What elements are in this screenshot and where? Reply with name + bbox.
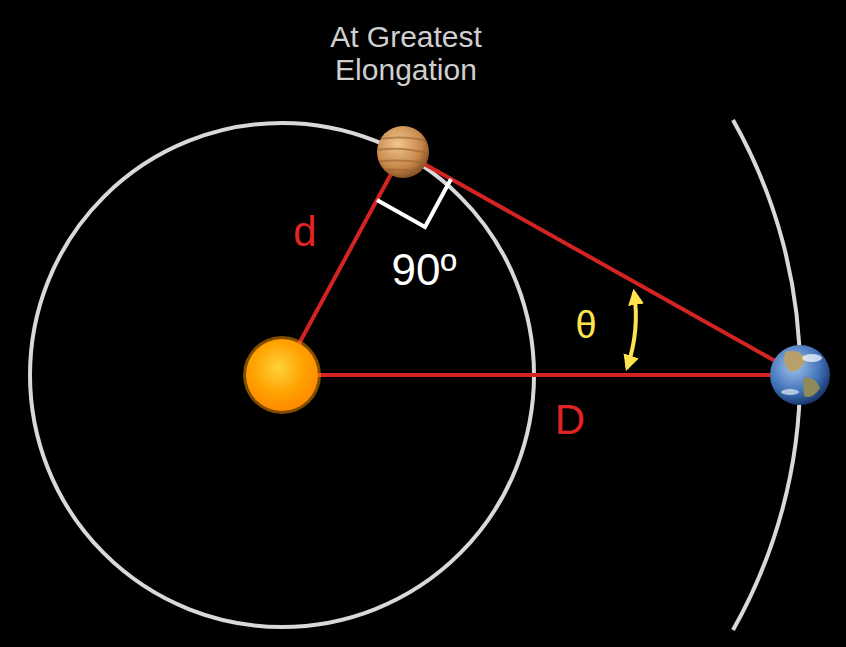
sun-earth-line xyxy=(282,373,800,377)
sun xyxy=(246,339,318,411)
angle-arrow xyxy=(627,292,636,368)
earth xyxy=(770,345,830,405)
venus xyxy=(375,126,431,178)
venus-earth-line xyxy=(403,152,800,375)
distance-label: D xyxy=(555,397,585,443)
sun-glow xyxy=(243,336,321,414)
angle-label: 90º xyxy=(391,246,456,294)
diagram-title: At Greatest Elongation xyxy=(296,20,516,86)
right-angle-marker xyxy=(377,179,451,227)
geometry-lines xyxy=(282,152,800,375)
angle-label: θ xyxy=(575,305,596,347)
distance-label: d xyxy=(293,209,316,255)
